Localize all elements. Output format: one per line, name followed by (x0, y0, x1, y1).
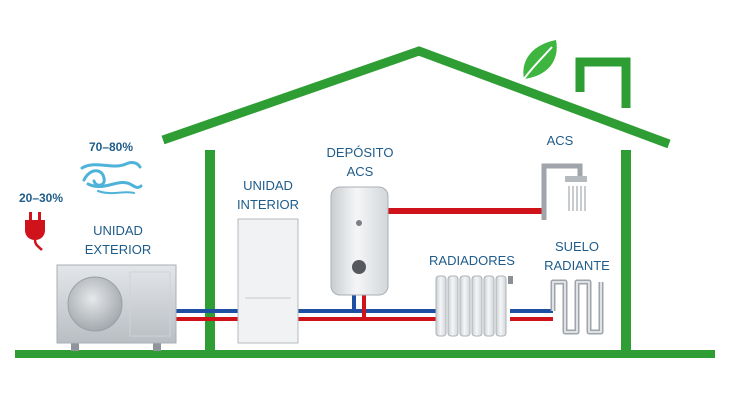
pipe-cold-outdoor (176, 309, 238, 313)
radiator (435, 275, 513, 337)
pipe-hot-acs (388, 208, 543, 214)
underfloor-heating-coil (550, 279, 604, 335)
house-left-wall (205, 150, 215, 352)
pipe-hot-outdoor (176, 317, 238, 321)
electric-share-label: 20–30% (18, 191, 64, 205)
radiator-label: RADIADORES (429, 253, 515, 268)
shower-label: ACS (546, 133, 574, 148)
indoor-unit-label: UNIDAD INTERIOR (236, 178, 300, 212)
air-share-label: 70–80% (88, 140, 134, 154)
chimney (575, 57, 631, 108)
air-wave-icon (80, 161, 143, 195)
plug-icon (25, 212, 45, 251)
pipe-hot-tank (362, 294, 366, 321)
pipe-cold-radiator-floor (510, 309, 553, 313)
hot-water-tank (330, 186, 389, 296)
tank-gauge (352, 260, 366, 274)
pipe-hot-radiator-floor (510, 317, 553, 321)
pipe-hot-main (298, 317, 436, 321)
indoor-unit (237, 218, 299, 344)
underfloor-label: SUELO RADIANTE (544, 239, 610, 273)
leaf-icon (520, 40, 557, 84)
house-right-wall (621, 150, 631, 352)
pipe-cold-main (298, 309, 436, 313)
fan-grille (67, 276, 123, 332)
shower-icon (541, 163, 587, 220)
house-roof (161, 46, 671, 149)
pipe-cold-tank (352, 294, 356, 312)
outdoor-unit-label: UNIDAD EXTERIOR (84, 223, 152, 257)
pipes (176, 208, 553, 321)
tank-label: DEPÓSITO ACS (326, 145, 394, 179)
ground-line (15, 350, 715, 358)
outdoor-unit (56, 264, 177, 351)
